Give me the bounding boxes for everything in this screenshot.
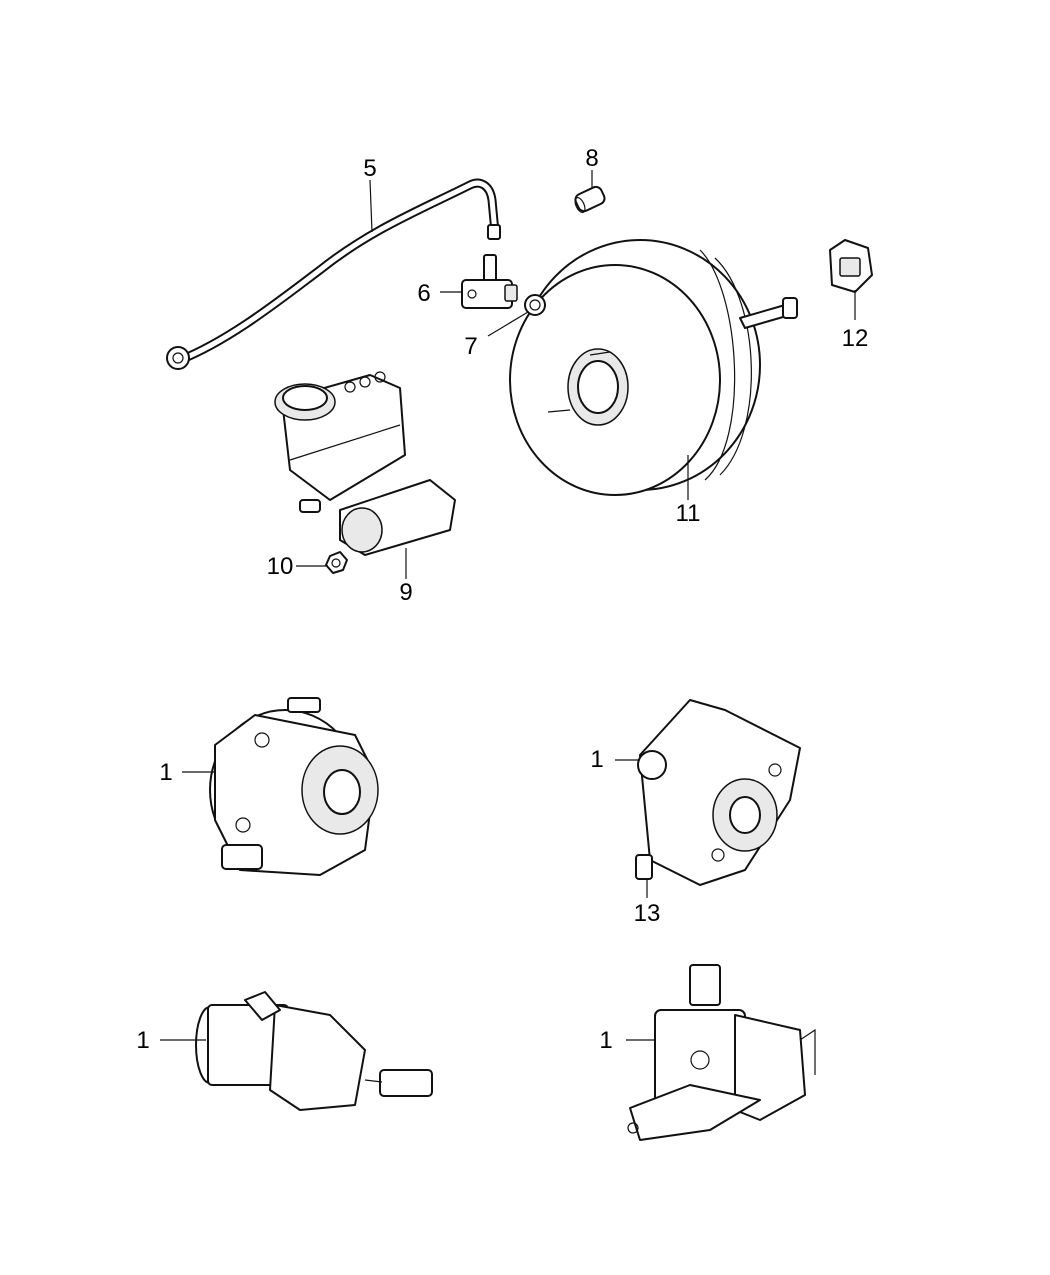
master-cylinder[interactable] [274,371,456,556]
callout-1-a: 1 [159,759,172,786]
callout-1-b: 1 [590,746,603,773]
vacuum-pump-b[interactable] [635,699,801,886]
vacuum-sensor[interactable] [461,254,518,309]
callout-13: 13 [634,900,661,927]
callout-1-d: 1 [599,1027,612,1054]
nut[interactable] [325,551,348,574]
leader-lines [160,170,856,1041]
brake-booster[interactable] [509,239,798,496]
callout-5: 5 [363,155,376,182]
sleeve[interactable] [573,185,606,214]
callout-labels: 5 8 6 7 12 11 10 9 1 1 13 1 1 [136,145,868,1054]
vacuum-hose[interactable] [166,178,501,370]
vacuum-pump-a[interactable] [209,697,379,876]
callout-11: 11 [676,500,701,527]
callout-1-c: 1 [136,1027,149,1054]
callout-9: 9 [399,579,412,606]
electric-pump-d[interactable] [627,964,816,1141]
callout-12: 12 [842,325,869,352]
electric-pump-c[interactable] [195,991,433,1111]
callout-10: 10 [267,553,294,580]
callout-6: 6 [417,280,430,307]
callout-8: 8 [585,145,598,172]
callout-7: 7 [464,333,477,360]
connector-clip[interactable] [829,239,873,293]
